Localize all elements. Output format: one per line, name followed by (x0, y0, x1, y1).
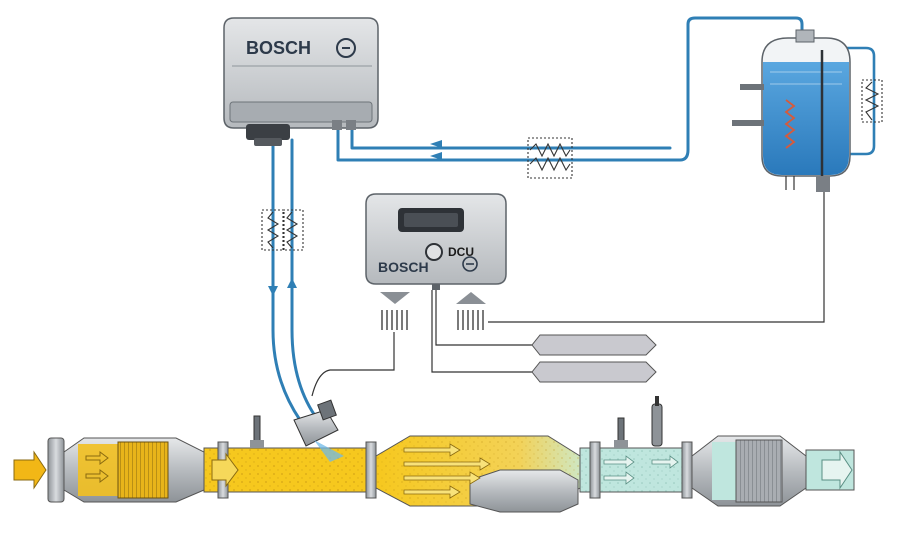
flow-arrow-icon (13, 443, 853, 499)
supply-module-brand: BOSCH (246, 38, 311, 58)
fluid-tank-icon (732, 29, 851, 192)
supply-module-icon (223, 17, 379, 146)
dosing-valve-icon (293, 399, 344, 462)
dcu-label: DCU (448, 245, 474, 259)
flow-arrow-icon (268, 140, 442, 296)
heater-element-icon (261, 79, 883, 251)
signal-wires (311, 180, 825, 397)
dcu-brand: BOSCH (378, 259, 429, 275)
suction-line (334, 14, 806, 164)
signal-tag-1 (531, 334, 657, 356)
signal-tag-2 (531, 361, 657, 383)
fluid-lines (269, 14, 878, 424)
signal-input-icon (380, 292, 486, 330)
sensor-icon (250, 396, 663, 448)
dosing-control-unit-icon (365, 193, 507, 290)
return-line (288, 136, 322, 424)
backflow-line (348, 124, 680, 152)
